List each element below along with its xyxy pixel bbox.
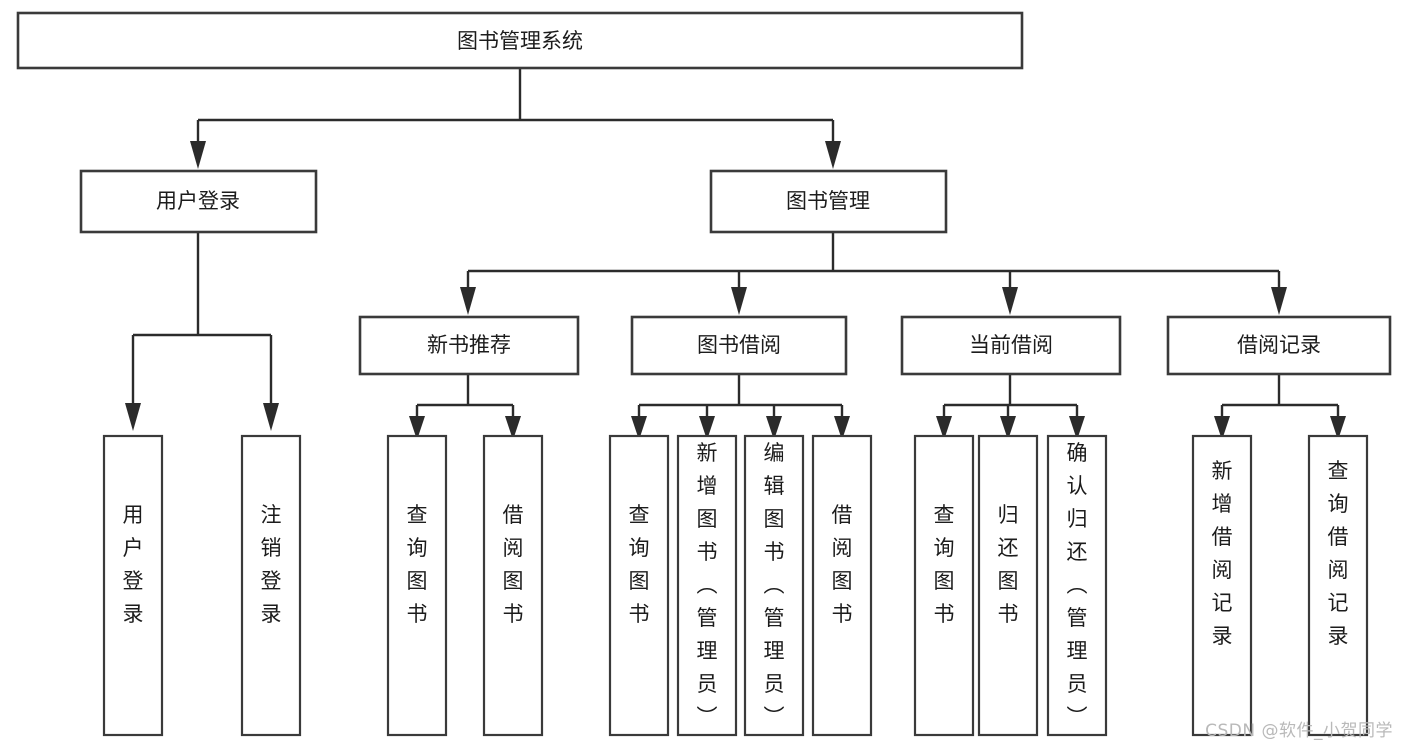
leaf-current-borrow-2-label: 确认归还︵管理员︶ xyxy=(1067,441,1088,729)
leaf-new-book-0-label: 查询图书 xyxy=(407,503,428,626)
leaf-book-borrow-3-label: 借阅图书 xyxy=(832,503,853,626)
leaf-book-borrow-0-box[interactable] xyxy=(608,434,670,737)
node-user-login-label: 用户登录 xyxy=(156,189,240,213)
leaf-book-borrow-1[interactable]: 新增图书︵管理员︶ xyxy=(676,434,738,737)
leaf-book-borrow-0[interactable]: 查询图书 xyxy=(608,434,670,737)
arrow-head-bb-leaf-0 xyxy=(631,416,647,440)
leaf-book-borrow-2[interactable]: 编辑图书︵管理员︶ xyxy=(743,434,805,737)
arrow-head-current-borrow xyxy=(1002,287,1018,315)
node-current-borrow-box[interactable] xyxy=(900,315,1122,376)
leaf-new-book-1-box[interactable] xyxy=(482,434,544,737)
arrow-head-book-borrow xyxy=(731,287,747,315)
leaf-current-borrow-1-box[interactable] xyxy=(977,434,1039,737)
leaf-current-borrow-1[interactable]: 归还图书 xyxy=(977,434,1039,737)
arrow-head-br-leaf-0 xyxy=(1214,416,1230,440)
arrow-head-user-login xyxy=(190,141,206,169)
node-book-borrow-label: 图书借阅 xyxy=(697,333,781,357)
leaf-book-borrow-1-label: 新增图书︵管理员︶ xyxy=(697,441,718,729)
node-book-manage[interactable]: 图书管理 xyxy=(709,169,948,234)
node-user-login[interactable]: 用户登录 xyxy=(79,169,318,234)
leaf-new-book-0[interactable]: 查询图书 xyxy=(386,434,448,737)
arrow-head-borrow-record xyxy=(1271,287,1287,315)
node-book-borrow[interactable]: 图书借阅 xyxy=(630,315,848,376)
leaf-book-borrow-0-label: 查询图书 xyxy=(629,503,650,626)
leaf-user-login-0-box[interactable] xyxy=(102,434,164,737)
leaf-book-borrow-3-box[interactable] xyxy=(811,434,873,737)
leaf-user-login-0[interactable]: 用户登录 xyxy=(102,434,164,737)
leaf-book-borrow-2-box[interactable] xyxy=(743,434,805,737)
node-new-book-recommend-box[interactable] xyxy=(358,315,580,376)
node-user-login-box[interactable] xyxy=(79,169,318,234)
node-borrow-record[interactable]: 借阅记录 xyxy=(1166,315,1392,376)
csdn-watermark: CSDN @软件_小贺同学 xyxy=(1205,721,1393,741)
leaf-borrow-record-0-label: 新增借阅记录 xyxy=(1212,459,1233,648)
leaf-borrow-record-0[interactable]: 新增借阅记录 xyxy=(1191,434,1253,737)
arrow-head-cb-leaf-0 xyxy=(936,416,952,440)
arrow-head-bb-leaf-1 xyxy=(699,416,715,440)
leaf-borrow-record-1-box[interactable] xyxy=(1307,434,1369,737)
leaf-borrow-record-1-label: 查询借阅记录 xyxy=(1328,459,1349,648)
leaf-current-borrow-0-label: 查询图书 xyxy=(934,503,955,626)
leaf-book-borrow-3[interactable]: 借阅图书 xyxy=(811,434,873,737)
leaf-new-book-0-box[interactable] xyxy=(386,434,448,737)
arrow-head-leaf-user-login-0 xyxy=(125,403,141,431)
leaf-user-login-1-label: 注销登录 xyxy=(261,503,282,626)
leaf-book-borrow-1-box[interactable] xyxy=(676,434,738,737)
node-book-borrow-box[interactable] xyxy=(630,315,848,376)
node-root-box[interactable] xyxy=(16,11,1024,70)
node-current-borrow-label: 当前借阅 xyxy=(969,333,1053,357)
arrow-head-bb-leaf-3 xyxy=(834,416,850,440)
node-borrow-record-box[interactable] xyxy=(1166,315,1392,376)
leaf-user-login-1-box[interactable] xyxy=(240,434,302,737)
node-new-book-recommend-label: 新书推荐 xyxy=(427,333,511,357)
arrow-head-new-book xyxy=(460,287,476,315)
leaf-user-login-0-label: 用户登录 xyxy=(123,503,144,626)
leaf-new-book-1-label: 借阅图书 xyxy=(503,503,524,626)
leaf-current-borrow-0[interactable]: 查询图书 xyxy=(913,434,975,737)
arrow-head-cb-leaf-2 xyxy=(1069,416,1085,440)
arrow-head-cb-leaf-1 xyxy=(1000,416,1016,440)
node-new-book-recommend[interactable]: 新书推荐 xyxy=(358,315,580,376)
leaf-user-login-1[interactable]: 注销登录 xyxy=(240,434,302,737)
leaf-current-borrow-2-box[interactable] xyxy=(1046,434,1108,737)
leaf-borrow-record-1[interactable]: 查询借阅记录 xyxy=(1307,434,1369,737)
arrow-head-nb-leaf-0 xyxy=(409,416,425,440)
leaf-current-borrow-0-box[interactable] xyxy=(913,434,975,737)
leaf-current-borrow-2[interactable]: 确认归还︵管理员︶ xyxy=(1046,434,1108,737)
leaf-borrow-record-0-box[interactable] xyxy=(1191,434,1253,737)
leaf-current-borrow-1-label: 归还图书 xyxy=(998,503,1019,626)
node-borrow-record-label: 借阅记录 xyxy=(1237,333,1321,357)
arrow-head-nb-leaf-1 xyxy=(505,416,521,440)
arrow-head-book-manage xyxy=(825,141,841,169)
node-book-manage-box[interactable] xyxy=(709,169,948,234)
node-root[interactable]: 图书管理系统 xyxy=(16,11,1024,70)
leaf-book-borrow-2-label: 编辑图书︵管理员︶ xyxy=(764,441,785,729)
node-root-label: 图书管理系统 xyxy=(457,29,583,53)
arrow-head-leaf-user-login-1 xyxy=(263,403,279,431)
node-current-borrow[interactable]: 当前借阅 xyxy=(900,315,1122,376)
arrow-head-br-leaf-1 xyxy=(1330,416,1346,440)
leaf-new-book-1[interactable]: 借阅图书 xyxy=(482,434,544,737)
connector-layer xyxy=(125,68,1346,440)
node-book-manage-label: 图书管理 xyxy=(786,189,870,213)
arrow-head-bb-leaf-2 xyxy=(766,416,782,440)
